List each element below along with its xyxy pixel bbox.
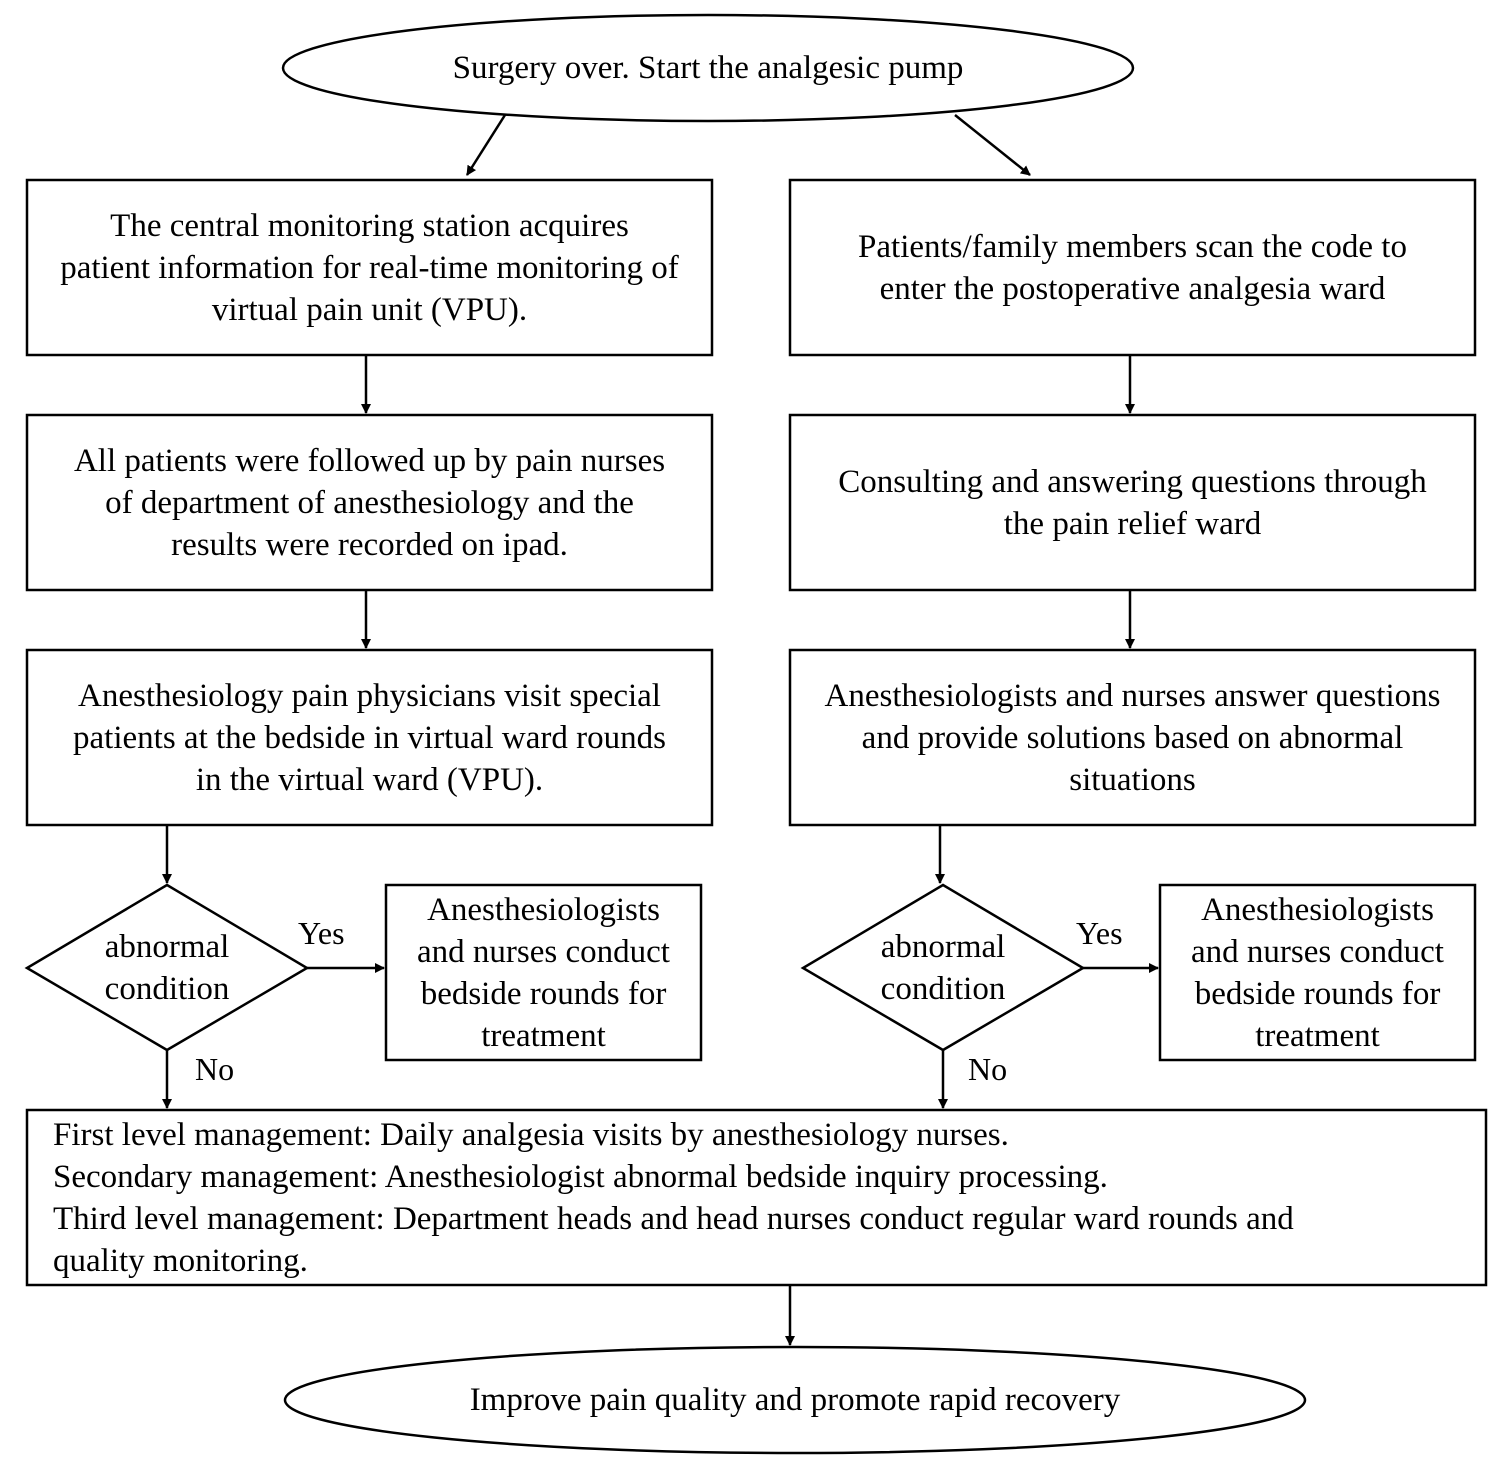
start-node: Surgery over. Start the analgesic pump bbox=[283, 15, 1133, 121]
left-step1-line: patient information for real-time monito… bbox=[60, 249, 679, 286]
arrow-start-left bbox=[465, 114, 507, 176]
right-step2: Consulting and answering questions throu… bbox=[790, 415, 1475, 590]
end-node-text: Improve pain quality and promote rapid r… bbox=[469, 1382, 1121, 1418]
left-step1: The central monitoring station acquires … bbox=[27, 180, 712, 355]
end-node: Improve pain quality and promote rapid r… bbox=[285, 1347, 1305, 1453]
left-step2-shape bbox=[25, 413, 714, 592]
left-step2-line: All patients were followed up by pain nu… bbox=[73, 442, 666, 479]
left-step2-line: results were recorded on ipad. bbox=[171, 526, 568, 563]
management-line: First level management: Daily analgesia … bbox=[53, 1116, 1009, 1153]
left-step3-shape bbox=[25, 648, 714, 827]
right-step3-line: and provide solutions based on abnormal bbox=[861, 719, 1404, 756]
end-node-shape bbox=[283, 1345, 1307, 1455]
left-step1-line: The central monitoring station acquires bbox=[110, 207, 629, 244]
right-yes-action-shape bbox=[1158, 883, 1477, 1062]
right-yes-action-line: Anesthesiologists bbox=[1201, 891, 1434, 928]
right-yes-label: Yes bbox=[1076, 915, 1123, 951]
right-decision-line: abnormal bbox=[880, 928, 1006, 965]
left-no-label: No bbox=[195, 1051, 235, 1087]
start-node-text: Surgery over. Start the analgesic pump bbox=[452, 50, 964, 86]
left-step3-line: in the virtual ward (VPU). bbox=[195, 761, 544, 798]
right-step2-line: Consulting and answering questions throu… bbox=[838, 463, 1427, 500]
left-yes-action-line: bedside rounds for bbox=[420, 975, 667, 1012]
left-decision-line: condition bbox=[104, 970, 230, 1007]
left-step3-line: Anesthesiology pain physicians visit spe… bbox=[78, 677, 661, 714]
right-step3: Anesthesiologists and nurses answer ques… bbox=[790, 650, 1475, 825]
right-step1: Patients/family members scan the code to… bbox=[790, 180, 1475, 355]
right-no-label: No bbox=[968, 1051, 1008, 1087]
right-step3-shape bbox=[788, 648, 1477, 827]
right-yes-action-line: bedside rounds for bbox=[1194, 975, 1441, 1012]
left-step3: Anesthesiology pain physicians visit spe… bbox=[27, 650, 712, 825]
left-yes-action-line: treatment bbox=[481, 1017, 606, 1054]
left-yes-action-shape bbox=[384, 883, 703, 1062]
management-line: Secondary management: Anesthesiologist a… bbox=[53, 1158, 1108, 1195]
right-yes-action-line: treatment bbox=[1255, 1017, 1380, 1054]
right-step3-line: Anesthesiologists and nurses answer ques… bbox=[824, 677, 1441, 714]
left-yes-action-line: Anesthesiologists bbox=[427, 891, 660, 928]
right-decision: abnormal condition bbox=[803, 885, 1083, 1050]
right-step1-shape bbox=[788, 178, 1477, 357]
right-decision-line: condition bbox=[880, 970, 1006, 1007]
management-line: Third level management: Department heads… bbox=[53, 1200, 1294, 1237]
left-step2: All patients were followed up by pain nu… bbox=[27, 415, 712, 590]
management-line: quality monitoring. bbox=[53, 1242, 308, 1279]
left-step3-line: patients at the bedside in virtual ward … bbox=[73, 719, 666, 756]
left-yes-action-line: and nurses conduct bbox=[417, 933, 670, 970]
start-node-shape bbox=[281, 13, 1135, 123]
right-step3-line: situations bbox=[1069, 761, 1196, 798]
left-yes-label: Yes bbox=[298, 915, 345, 951]
right-yes-action-line: and nurses conduct bbox=[1191, 933, 1444, 970]
right-yes-action: Anesthesiologists and nurses conduct bed… bbox=[1160, 885, 1475, 1060]
arrow-start-right bbox=[954, 114, 1031, 176]
right-step2-line: the pain relief ward bbox=[1003, 505, 1262, 542]
left-step1-line: virtual pain unit (VPU). bbox=[211, 291, 528, 328]
left-yes-action: Anesthesiologists and nurses conduct bed… bbox=[386, 885, 701, 1060]
management-box: First level management: Daily analgesia … bbox=[27, 1110, 1486, 1285]
right-step1-line: enter the postoperative analgesia ward bbox=[879, 270, 1386, 307]
management-shape bbox=[25, 1108, 1488, 1287]
left-decision: abnormal condition bbox=[27, 885, 307, 1050]
left-step2-line: of department of anesthesiology and the bbox=[105, 484, 634, 521]
right-step1-line: Patients/family members scan the code to bbox=[858, 228, 1407, 265]
left-step1-shape bbox=[25, 178, 714, 357]
right-step2-shape bbox=[788, 413, 1477, 592]
left-decision-line: abnormal bbox=[104, 928, 230, 965]
